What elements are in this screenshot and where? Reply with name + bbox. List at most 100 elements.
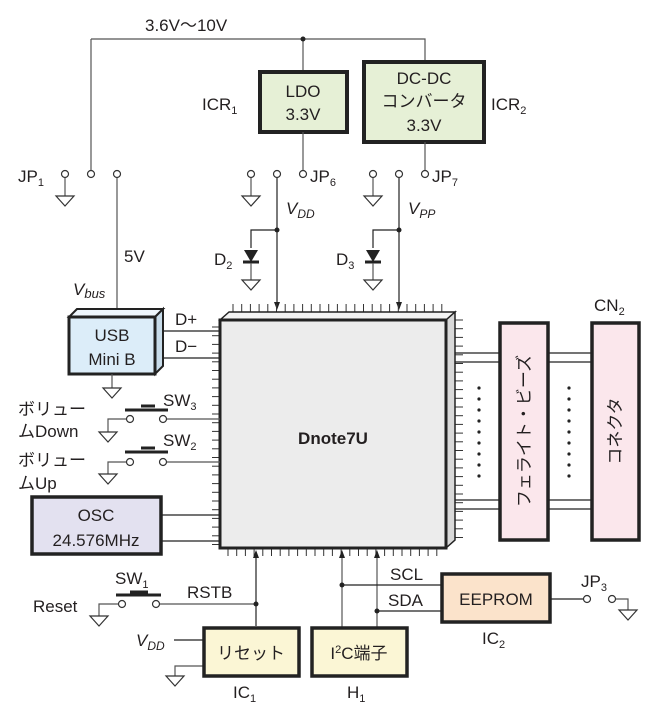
usb-dminus-label: D−	[175, 337, 197, 356]
ellipsis-dot	[477, 441, 481, 445]
ellipsis-dot	[477, 419, 481, 423]
jp7-pin-1[interactable]	[368, 169, 378, 179]
ellipsis-dot	[567, 430, 571, 434]
i2c-header-box	[310, 626, 409, 678]
sw3-label-line2: ムDown	[18, 422, 78, 441]
ferrite-to-connector-wires	[548, 352, 592, 510]
jp1-pin-1[interactable]	[60, 169, 70, 179]
ground-icon	[88, 615, 110, 627]
connector-label: コネクタ	[606, 397, 625, 464]
ellipsis-dot	[567, 386, 571, 390]
sw2-contact-1	[125, 457, 135, 467]
sw2-label-line1: ボリュー	[18, 451, 86, 470]
jp3-pin-2[interactable]	[607, 594, 617, 604]
eeprom-box	[440, 572, 552, 624]
usb-body	[67, 315, 157, 376]
ellipsis-dot	[477, 474, 481, 478]
ellipsis-dot	[477, 463, 481, 467]
usb-label: USB	[95, 326, 130, 345]
mcu-chip: Dnote7U	[218, 310, 457, 550]
d3-diode-icon	[366, 250, 380, 262]
ldo-box	[258, 70, 349, 134]
ellipsis-dot	[567, 474, 571, 478]
ground-icon	[617, 609, 639, 621]
mcu-name: Dnote7U	[298, 429, 368, 448]
sw3-gnd-wire	[107, 418, 126, 432]
ellipsis-dot	[477, 408, 481, 412]
jp6-pin-2[interactable]	[272, 169, 282, 179]
dcdc-box	[362, 60, 486, 144]
ellipsis-dot	[567, 463, 571, 467]
ground-icon	[240, 279, 262, 291]
ground-icon	[54, 195, 76, 207]
ground-icon	[240, 195, 262, 207]
osc-label: OSC	[78, 506, 115, 525]
ellipsis-dot	[567, 452, 571, 456]
jp6-ref: JP6	[310, 167, 336, 189]
dcdc-converter: DC-DC コンバータ 3.3V	[362, 60, 486, 144]
reset-ic: リセット	[202, 626, 301, 678]
reset-ic-box	[202, 626, 301, 678]
osc-box	[30, 495, 163, 556]
eeprom: EEPROM	[440, 572, 552, 624]
jp7-pin-2[interactable]	[394, 169, 404, 179]
sw3-label-line1: ボリュー	[18, 400, 86, 419]
sw2-actuator	[125, 446, 168, 454]
d3-ref: D3	[336, 250, 354, 272]
icr2-ref: ICR2	[491, 95, 526, 117]
sw1-contact-1	[117, 599, 127, 609]
jp3-ref: JP3	[581, 572, 607, 594]
ground-icon	[362, 279, 384, 291]
five-volt-label: 5V	[124, 247, 145, 266]
ground-icon	[97, 431, 119, 443]
jp1-pin-2[interactable]	[86, 169, 96, 179]
oscillator: OSC 24.576MHz	[30, 495, 163, 556]
ic1-vdd-label: VDD	[136, 631, 165, 653]
ferrite-beads: フェライト・ビーズ	[498, 321, 550, 542]
sw1-contact-2	[151, 599, 161, 609]
ground-icon	[101, 387, 123, 399]
vpp-label: VPP	[408, 199, 435, 221]
sw2-volume-up-switch[interactable]	[125, 446, 168, 467]
eeprom-label: EEPROM	[459, 590, 533, 609]
junction-dot	[339, 582, 345, 588]
ic1-ref: IC1	[233, 683, 256, 705]
connector-box	[590, 321, 641, 542]
ground-icon	[164, 675, 186, 687]
sw3-contact-2	[158, 414, 168, 424]
dcdc-voltage: 3.3V	[407, 116, 443, 135]
jp1-pin-3[interactable]	[112, 169, 122, 179]
ground-icon	[97, 473, 119, 485]
sw1-reset-switch[interactable]	[116, 590, 161, 609]
dcdc-label-jp: コンバータ	[382, 92, 467, 111]
usb-type: Mini B	[88, 350, 135, 369]
jp3-gnd-wire	[616, 598, 629, 610]
ellipsis-dot	[567, 397, 571, 401]
ic1-gnd-wire	[174, 665, 204, 676]
jp7-ref: JP7	[432, 167, 458, 189]
reset-label: Reset	[33, 597, 78, 616]
sw3-contact-1	[125, 414, 135, 424]
d2-diode-icon	[244, 250, 258, 262]
sw2-ref: SW2	[163, 431, 197, 453]
rstb-label: RSTB	[187, 583, 232, 602]
sw3-volume-down-switch[interactable]	[125, 404, 168, 424]
ellipsis-dot	[477, 397, 481, 401]
supply-rail	[91, 38, 426, 62]
osc-frequency: 24.576MHz	[53, 531, 140, 550]
ferrite-label: フェライト・ビーズ	[515, 355, 534, 507]
ic2-ref: IC2	[482, 629, 505, 651]
arrow-icon	[374, 550, 380, 558]
jp6-pin-1[interactable]	[246, 169, 256, 179]
junction-dot	[300, 36, 306, 42]
ground-icon	[362, 195, 384, 207]
jp3-pin-1[interactable]	[582, 594, 592, 604]
i2c-header: I2C端子	[310, 626, 409, 678]
connector-cn2: コネクタ	[590, 321, 641, 542]
reset-ic-label: リセット	[217, 644, 285, 663]
ldo-regulator: LDO 3.3V	[258, 70, 349, 134]
jp7-pin-3[interactable]	[420, 169, 430, 179]
cn2-ref: CN2	[594, 296, 625, 318]
jp6-pin-3[interactable]	[298, 169, 308, 179]
